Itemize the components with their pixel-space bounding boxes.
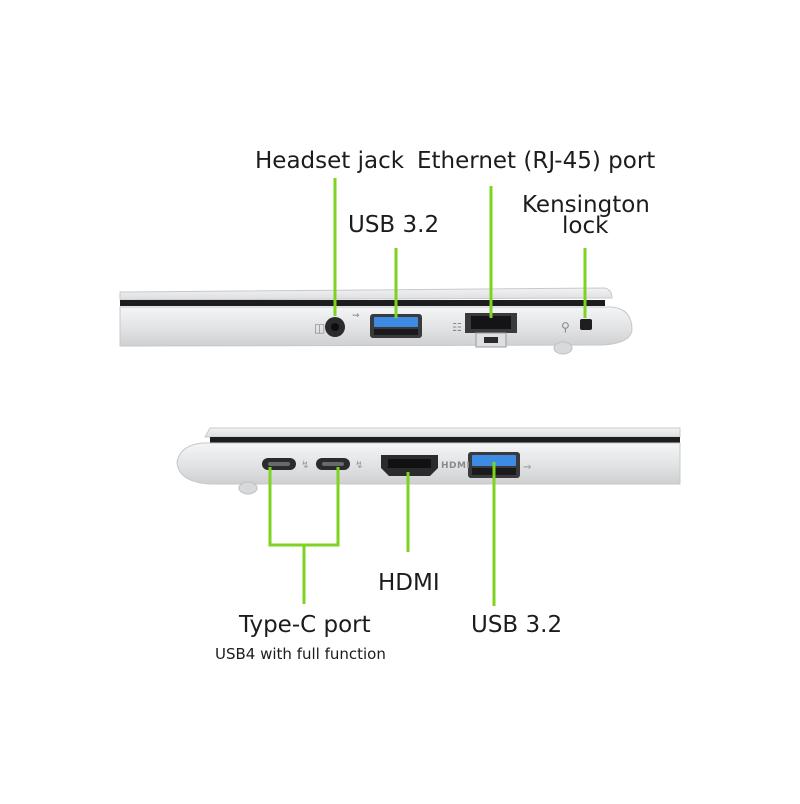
laptop-left-side: ◫ ⇝ ☷ ⚲ (119, 178, 633, 355)
label-hdmi: HDMI (378, 570, 440, 596)
screen-edge-right (210, 437, 680, 443)
lock-icon: ⚲ (561, 320, 570, 334)
usb-charge-icon: ⇝ (523, 462, 531, 473)
usb-symbol-icon: ⇝ (352, 311, 360, 321)
ethernet-port (465, 313, 517, 348)
usb-a-port-left (370, 314, 422, 338)
label-type-c-port: Type-C port (239, 612, 371, 638)
label-usb-top: USB 3.2 (348, 212, 440, 238)
rubber-foot-right (238, 481, 258, 495)
label-type-c-sub: USB4 with full function (215, 645, 386, 663)
laptop-right-side: ↯ ↯ ⇝ (176, 427, 681, 606)
hdmi-logo: HDMI (441, 461, 471, 471)
thunderbolt-icon-2: ↯ (355, 460, 363, 471)
kensington-slot (580, 319, 592, 330)
headset-jack-port (325, 317, 345, 337)
rubber-foot (553, 341, 573, 355)
label-headset-jack: Headset jack (255, 148, 405, 174)
label-kensington-lock: lock (562, 213, 609, 239)
label-ethernet-port: Ethernet (RJ-45) port (417, 148, 656, 174)
thunderbolt-icon-1: ↯ (301, 460, 309, 471)
network-icon: ☷ (452, 321, 462, 334)
headset-icon: ◫ (314, 321, 325, 335)
label-usb-bottom: USB 3.2 (471, 612, 563, 638)
screen-edge (120, 300, 605, 306)
label-kensington: Kensington (522, 192, 650, 218)
